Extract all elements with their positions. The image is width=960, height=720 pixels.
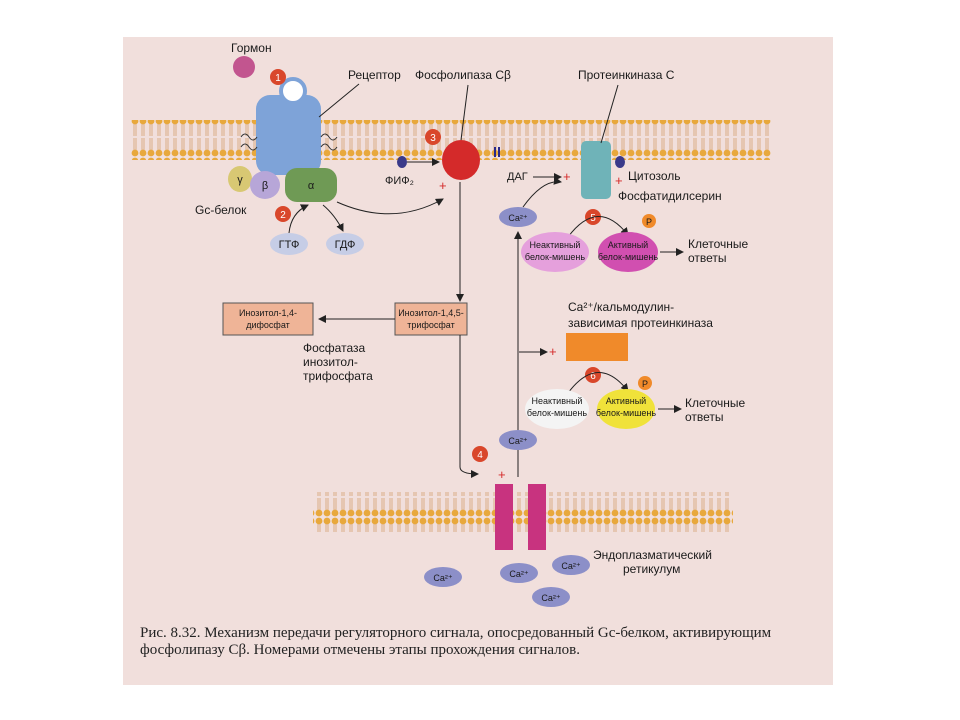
- svg-text:+: +: [549, 344, 557, 359]
- hormone: [233, 56, 255, 78]
- signal-diagram: Гормон Рецептор 1 γ β α Gc-белок 2 ГТФ Г…: [131, 41, 771, 607]
- svg-text:Ca²⁺: Ca²⁺: [541, 593, 561, 603]
- svg-text:ответы: ответы: [685, 410, 724, 424]
- gtp: [270, 233, 308, 255]
- inactive-target-1: [521, 232, 589, 272]
- svg-text:ответы: ответы: [688, 251, 727, 265]
- phosphatase-label: Фосфатаза: [303, 341, 365, 355]
- protein-kinase-c: [581, 141, 611, 199]
- svg-text:1: 1: [275, 73, 281, 84]
- ip2-box: [222, 302, 314, 336]
- svg-text:Ca²⁺: Ca²⁺: [433, 573, 453, 583]
- er-label: Эндоплазматический: [593, 548, 712, 562]
- caption-prefix: Рис. 8.32.: [140, 625, 201, 641]
- er-channel-right: [528, 484, 546, 550]
- ip3-box: [394, 302, 468, 336]
- svg-text:Неактивный: Неактивный: [530, 240, 581, 250]
- svg-text:ГТФ: ГТФ: [279, 239, 300, 251]
- g-protein-alpha: [285, 168, 337, 202]
- inactive-target-2-label: белок-мишень: [527, 408, 587, 418]
- svg-text:зависимая протеинкиназа: зависимая протеинкиназа: [568, 316, 713, 330]
- svg-text:Активный: Активный: [608, 240, 648, 250]
- camk-label: Ca²⁺/кальмодулин-: [568, 300, 674, 314]
- svg-text:4: 4: [477, 450, 483, 461]
- svg-text:3: 3: [430, 133, 436, 144]
- phosphate-1: [642, 214, 656, 228]
- phosphatidylserine-molecule: [615, 156, 625, 168]
- ca-calmodulin-kinase: [566, 333, 628, 361]
- svg-text:Ca²⁺: Ca²⁺: [561, 561, 581, 571]
- ca-ion-cytosol: [499, 430, 537, 450]
- phosphatidylserine-label: Фосфатидилсерин: [618, 189, 722, 203]
- svg-text:6: 6: [590, 371, 596, 382]
- svg-text:+: +: [498, 467, 506, 482]
- ca-ion: [499, 207, 537, 227]
- svg-text:γ: γ: [237, 174, 243, 186]
- phosphate-2: [638, 376, 652, 390]
- step-marker-4: [472, 446, 488, 462]
- g-protein-label: Gc-белок: [195, 203, 247, 217]
- g-protein-gamma: [228, 166, 252, 192]
- pip2: [397, 156, 407, 168]
- dag-label: ДАГ: [507, 171, 528, 183]
- svg-text:трифосфата: трифосфата: [303, 369, 373, 383]
- gdp: [326, 233, 364, 255]
- diagram-figure: Гормон Рецептор 1 γ β α Gc-белок 2 ГТФ Г…: [123, 37, 833, 685]
- ca-ion-er-3: [552, 555, 590, 575]
- cell-responses-2-label: Клеточные: [685, 396, 746, 410]
- active-target-1: [598, 232, 658, 272]
- ip3-label: трифосфат: [407, 320, 454, 330]
- svg-text:+: +: [615, 173, 623, 188]
- svg-text:Ca²⁺: Ca²⁺: [509, 569, 529, 579]
- cytosol-label: Цитозоль: [628, 169, 681, 183]
- inactive-target-1-label: белок-мишень: [525, 252, 585, 262]
- step-marker-2: [275, 206, 291, 222]
- g-protein-beta: [250, 171, 280, 199]
- pkc-label: Протеинкиназа С: [578, 68, 675, 82]
- cell-responses-1-label: Клеточные: [688, 237, 749, 251]
- ca-ion-er-4: [532, 587, 570, 607]
- figure-caption: Рис. 8.32. Механизм передачи регуляторно…: [140, 625, 820, 659]
- receptor-label: Рецептор: [348, 68, 401, 82]
- svg-text:5: 5: [590, 213, 596, 224]
- svg-text:Ca²⁺: Ca²⁺: [508, 436, 528, 446]
- er-channel-left: [495, 484, 513, 550]
- pip2-label: ФИФ₂: [385, 175, 414, 187]
- svg-text:Ca²⁺: Ca²⁺: [508, 213, 528, 223]
- caption-text: Механизм передачи регуляторного сигнала,…: [140, 625, 772, 658]
- svg-text:ГДФ: ГДФ: [335, 239, 356, 251]
- phospholipase-c-beta: [442, 140, 480, 180]
- svg-text:ретикулум: ретикулум: [623, 562, 680, 576]
- svg-text:P: P: [642, 379, 648, 389]
- svg-text:+: +: [563, 169, 571, 184]
- svg-text:α: α: [308, 180, 315, 192]
- svg-text:Инозитол-1,4-: Инозитол-1,4-: [239, 308, 297, 318]
- step-marker-1: [270, 69, 286, 85]
- ip2-label: дифосфат: [246, 320, 290, 330]
- svg-text:Активный: Активный: [606, 396, 646, 406]
- step-marker-3: [425, 129, 441, 145]
- svg-text:Неактивный: Неактивный: [532, 396, 583, 406]
- ca-ion-er-2: [500, 563, 538, 583]
- step-marker-6: [585, 367, 601, 383]
- phospholipase-label: Фосфолипаза Cβ: [415, 68, 511, 82]
- ca-ion-er-1: [424, 567, 462, 587]
- svg-text:P: P: [646, 217, 652, 227]
- svg-text:β: β: [262, 180, 268, 192]
- inactive-target-2: [525, 389, 589, 429]
- active-target-2: [597, 389, 655, 429]
- receptor: [256, 95, 321, 175]
- active-target-1-label: белок-мишень: [598, 252, 658, 262]
- active-target-2-label: белок-мишень: [596, 408, 656, 418]
- svg-text:+: +: [439, 178, 447, 193]
- hormone-label: Гормон: [231, 41, 272, 55]
- svg-text:инозитол-: инозитол-: [303, 355, 358, 369]
- svg-text:2: 2: [280, 210, 286, 221]
- svg-text:Инозитол-1,4,5-: Инозитол-1,4,5-: [398, 308, 464, 318]
- er-membrane: [313, 492, 733, 532]
